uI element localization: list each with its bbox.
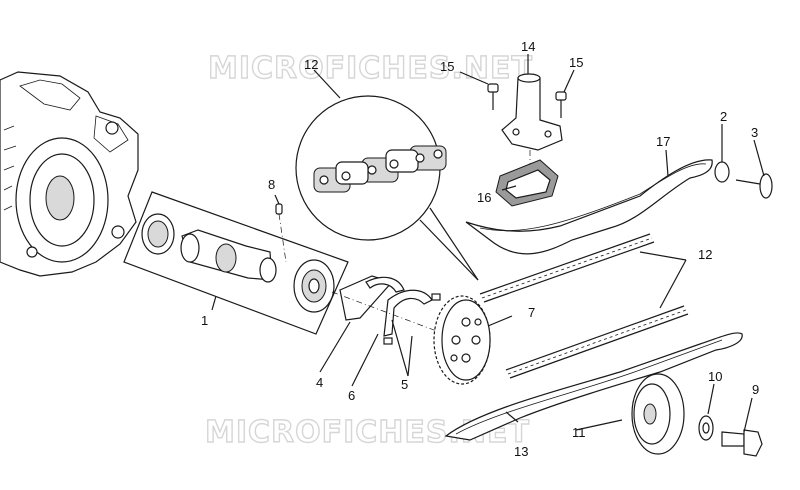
callout-6: 6 (348, 388, 355, 403)
callout-9: 9 (752, 382, 759, 397)
timing-chain (479, 233, 689, 379)
camshaft-assembly (123, 191, 349, 335)
callout-2: 2 (720, 109, 727, 124)
chain-tensioner (501, 73, 563, 190)
chain-guide (444, 332, 743, 441)
callout-17: 17 (656, 134, 670, 149)
engine-crankcase (0, 71, 139, 277)
callout-8: 8 (268, 177, 275, 192)
washer (698, 415, 714, 441)
callout-4: 4 (316, 375, 323, 390)
pivot-pin (735, 173, 773, 199)
callout-11: 11 (572, 425, 586, 440)
cover-bolt (721, 429, 763, 457)
callout-1: 1 (201, 313, 208, 328)
callout-12-chain: 12 (698, 247, 712, 262)
callout-10: 10 (708, 369, 722, 384)
leader-lines (211, 54, 765, 433)
callout-16: 16 (477, 190, 491, 205)
callout-14: 14 (521, 39, 535, 54)
retaining-plates (331, 275, 451, 345)
tensioner-bolt-right (555, 91, 567, 118)
dowel-pin (275, 203, 287, 263)
chain-detail-magnifier (295, 95, 479, 281)
callout-7: 7 (528, 305, 535, 320)
callout-3: 3 (751, 125, 758, 140)
callout-15-right: 15 (569, 55, 583, 70)
o-ring (714, 161, 730, 183)
tensioner-gasket (495, 159, 559, 207)
sprocket-cover (631, 373, 685, 455)
callout-13: 13 (514, 444, 528, 459)
callout-15-left: 15 (440, 59, 454, 74)
chain-links-detail (313, 145, 447, 193)
callout-5: 5 (401, 377, 408, 392)
watermark-top: MICROFICHES.NET (208, 51, 533, 86)
tensioner-bolt-left (487, 83, 499, 110)
cam-sprocket (433, 295, 491, 385)
callout-12-detail: 12 (304, 57, 318, 72)
chain-tensioner-slider (465, 159, 713, 255)
